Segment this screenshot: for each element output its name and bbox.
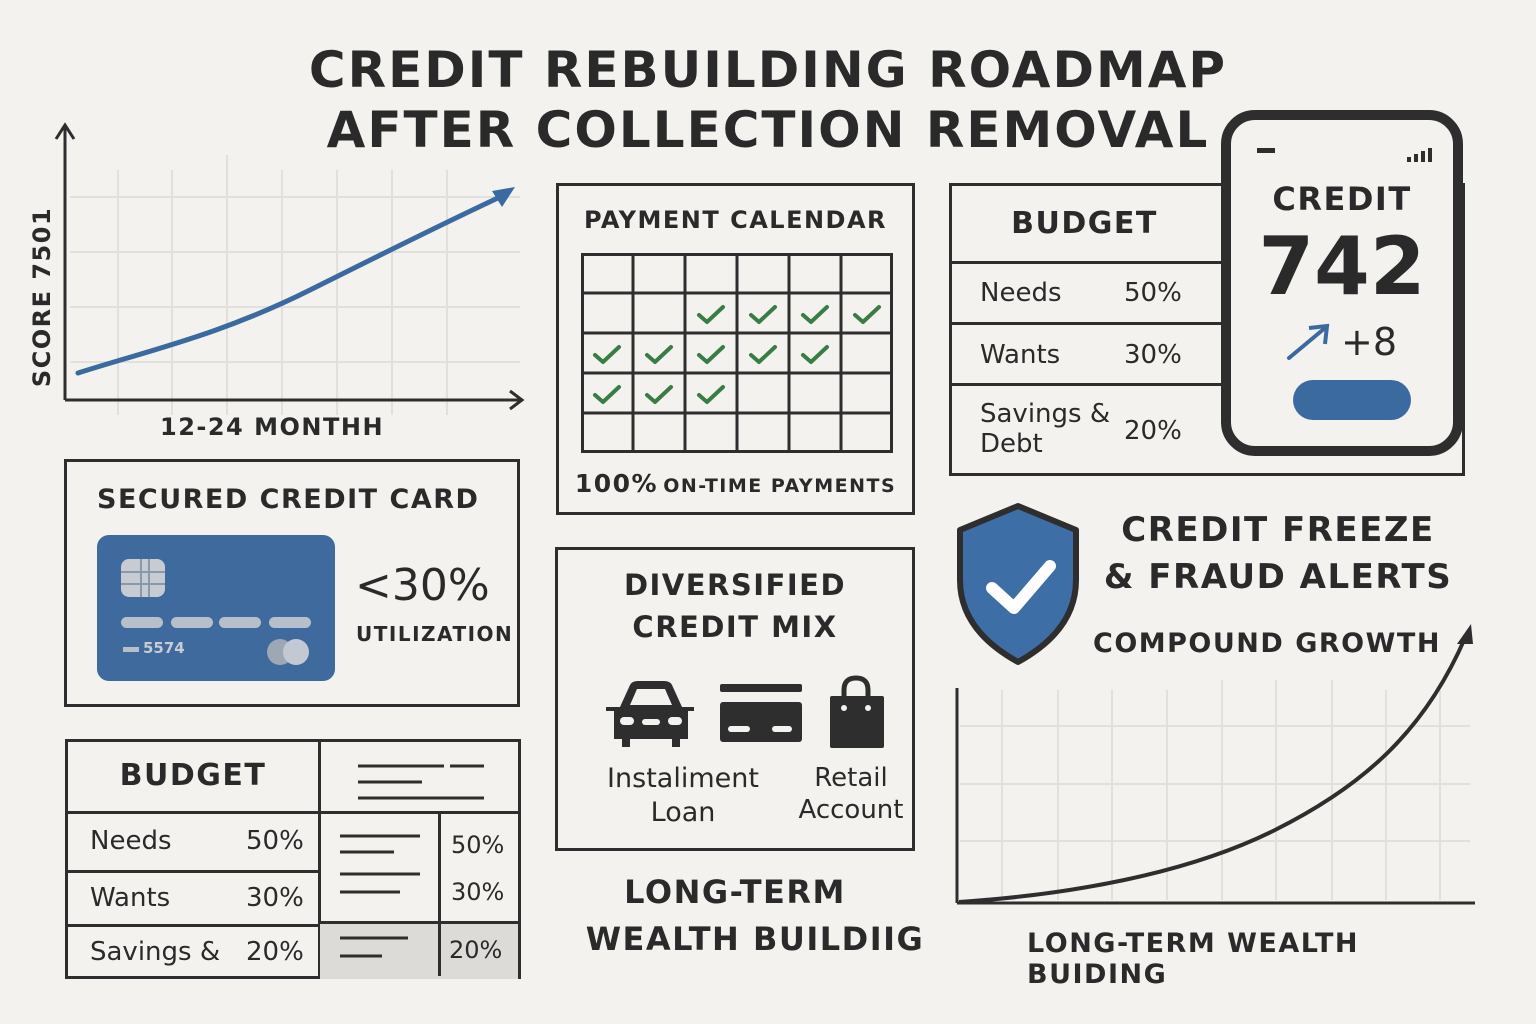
credit-mix-title-1: DIVERSIFIED: [623, 568, 847, 602]
secured-card-panel: SECURED CREDIT CARD 5574 <30% UTILIZATIO…: [64, 459, 520, 707]
credit-mix-title-2: CREDIT MIX: [632, 610, 838, 644]
phone-status-dash-icon: [1257, 148, 1275, 153]
on-time-percent: 100%: [574, 469, 659, 498]
budget-bottom-wants-value: 30%: [246, 883, 304, 913]
car-icon: [602, 677, 698, 749]
retail-account-label: Retail Account: [798, 763, 904, 825]
budget-top-wants-label: Wants: [980, 340, 1061, 370]
check-icon: [853, 305, 881, 324]
budget-bottom-title: BUDGET: [119, 758, 267, 793]
budget-panel-bottom: BUDGET Needs 50% Wants 30% Savings & 20%…: [65, 739, 521, 979]
budget-bottom-wants-label: Wants: [90, 883, 171, 913]
check-icon: [697, 385, 725, 404]
check-icon: [645, 385, 673, 404]
phone-credit-label: CREDIT: [1272, 180, 1412, 218]
payment-calendar-panel: PAYMENT CALENDAR 100% ON-TIME PAYMENTS: [556, 183, 915, 515]
phone-credit-score: CREDIT 742 +8: [1221, 110, 1463, 456]
utilization-label: UTILIZATION: [356, 622, 514, 646]
fraud-title-2: & FRAUD ALERTS: [1103, 557, 1453, 597]
text-lines-icon: [354, 760, 484, 804]
budget-top-savings-value: 20%: [1124, 416, 1182, 446]
budget-bottom-right-30: 30%: [451, 878, 505, 906]
page-title-line2: AFTER COLLECTION REMOVAL: [326, 101, 1210, 159]
score-chart-graphic: [54, 122, 525, 415]
check-icon: [593, 345, 621, 364]
budget-top-title: BUDGET: [1011, 206, 1158, 241]
budget-bottom-right-20: 20%: [449, 936, 503, 964]
budget-bottom-right-50: 50%: [451, 831, 505, 859]
shopping-bag-icon: [826, 674, 886, 750]
check-icon: [645, 345, 673, 364]
score-change: +8: [1341, 320, 1398, 364]
budget-top-needs-label: Needs: [980, 278, 1062, 308]
on-time-label: ON-TIME PAYMENTS: [663, 475, 897, 497]
check-icon: [749, 305, 777, 324]
payment-calendar-title: PAYMENT CALENDAR: [583, 206, 888, 234]
check-icon: [593, 385, 621, 404]
check-icon: [801, 305, 829, 324]
growth-chart-graphic: [955, 624, 1475, 905]
check-icon: [801, 345, 829, 364]
trend-up-arrow-icon: [1285, 322, 1335, 362]
score-chart: SCORE 7501 12-24 MONTHH: [20, 115, 540, 455]
credit-card-graphic: 5574: [97, 535, 335, 681]
card-number: 5574: [143, 639, 185, 657]
months-axis-label: 12-24 MONTHH: [160, 413, 385, 441]
budget-top-wants-value: 30%: [1124, 340, 1182, 370]
compound-growth-label: COMPOUND GROWTH: [1093, 628, 1441, 659]
check-icon: [697, 345, 725, 364]
phone-action-button[interactable]: [1293, 380, 1411, 420]
credit-mix-panel: DIVERSIFIED CREDIT MIX Instaliment Loan …: [555, 547, 915, 851]
budget-top-needs-value: 50%: [1124, 278, 1182, 308]
budget-bottom-needs-value: 50%: [246, 826, 304, 856]
budget-top-savings-label: Savings & Debt: [980, 399, 1111, 459]
compound-growth-chart: COMPOUND GROWTH LONG-TERM WEALTH BUIDING: [945, 620, 1505, 990]
text-lines-icon-2: [336, 832, 426, 902]
budget-bottom-savings-value: 20%: [246, 937, 304, 967]
signal-bars-icon: [1407, 148, 1435, 162]
credit-card-icon: [720, 684, 804, 744]
check-icon: [697, 305, 725, 324]
long-term-title-1: LONG-TERM: [624, 873, 846, 911]
fraud-title-1: CREDIT FREEZE: [1121, 510, 1435, 550]
installment-loan-label: Instaliment Loan: [607, 763, 759, 828]
on-time-footer: 100% ON-TIME PAYMENTS: [559, 469, 912, 498]
check-icon: [749, 345, 777, 364]
page-title-line1: CREDIT REBUILDING ROADMAP: [308, 41, 1228, 99]
text-lines-icon-3: [336, 934, 416, 964]
credit-score-value: 742: [1258, 220, 1426, 313]
shield-check-icon: [948, 500, 1088, 670]
calendar-grid: [581, 253, 893, 453]
card-chip-icon: [121, 559, 165, 597]
growth-axis-label: LONG-TERM WEALTH BUIDING: [1027, 928, 1359, 990]
budget-bottom-savings-label: Savings &: [90, 937, 221, 967]
budget-bottom-needs-label: Needs: [90, 826, 172, 856]
utilization-value: <30%: [355, 560, 490, 611]
secured-card-title: SECURED CREDIT CARD: [97, 484, 480, 515]
long-term-title-2: WEALTH BUILDIIG: [585, 920, 925, 958]
score-axis-label: SCORE 7501: [28, 206, 56, 388]
